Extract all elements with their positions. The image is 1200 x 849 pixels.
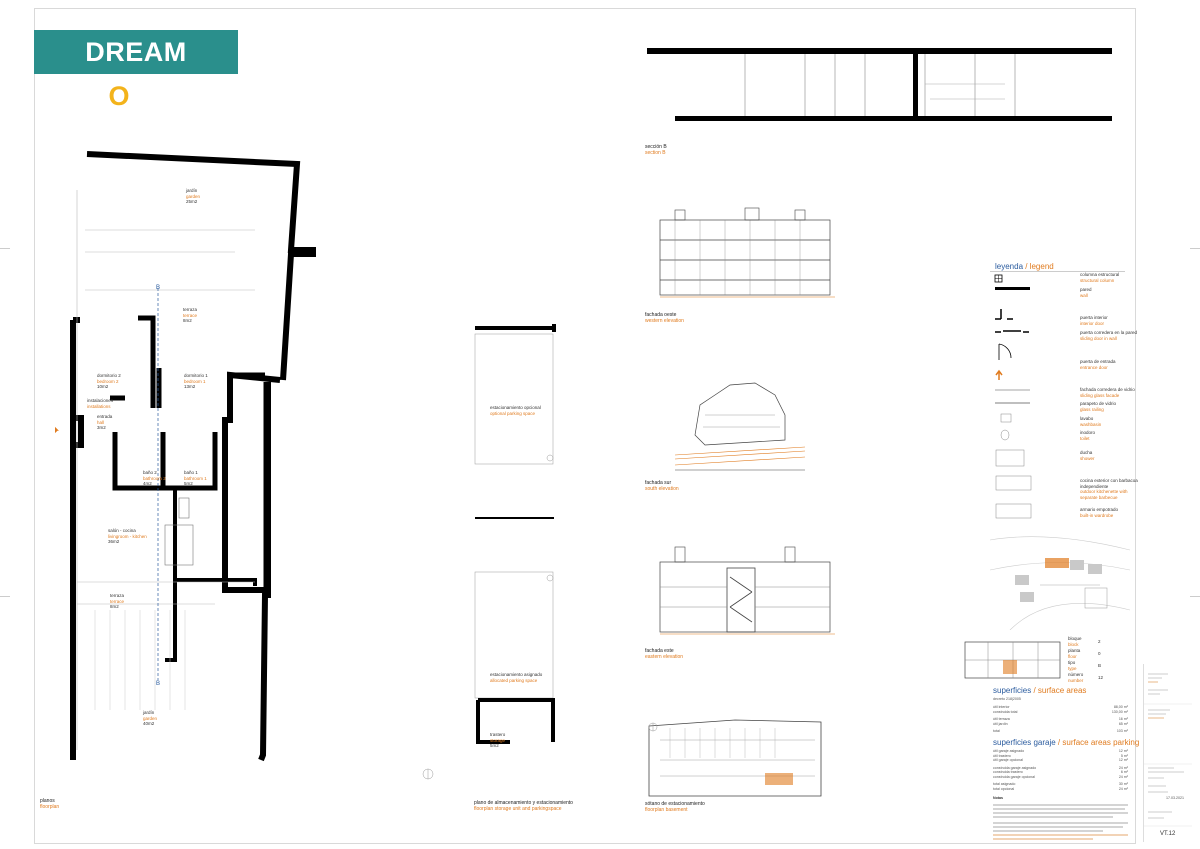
legend-divider	[990, 271, 1125, 272]
western-elevation-drawing	[659, 207, 835, 298]
fold-mark	[1190, 596, 1200, 597]
titleblock-code: VT.12	[1160, 831, 1176, 837]
section-mark-bottom: B	[156, 681, 160, 687]
legend-item: cocina exterior con barbacoa independien…	[1080, 478, 1138, 500]
unit-floor-value: 0	[1098, 651, 1101, 656]
garage-title: superficies garaje / surface areas parki…	[993, 738, 1140, 747]
legend-symbols	[994, 274, 1032, 519]
fold-mark	[0, 596, 10, 597]
fold-mark	[0, 248, 10, 249]
unit-type-value: B	[1098, 663, 1102, 668]
surface-decree: decreto 218|2005	[993, 697, 1021, 701]
unit-number-value: 12	[1098, 675, 1104, 680]
sheet-frame	[34, 8, 1136, 844]
unit-block-value: 2	[1098, 639, 1101, 644]
north-arrow-icon	[422, 768, 434, 780]
site-plan	[990, 536, 1130, 630]
title-block-fields	[1144, 673, 1192, 827]
key-plan	[964, 641, 1061, 679]
brand-logo: DREAM COSTA	[34, 30, 238, 111]
parking-caption: plano de almacenamiento y estacionamient…	[474, 800, 573, 812]
legend-title: leyenda / legend	[995, 262, 1054, 271]
notes-text-lines	[993, 804, 1128, 840]
eastern-elevation-drawing	[659, 546, 835, 635]
basement-drawing	[648, 719, 822, 797]
title-block	[1143, 664, 1192, 842]
parking-drawing	[474, 324, 556, 744]
fold-mark	[1190, 248, 1200, 249]
notes-title: Notas	[993, 796, 1003, 800]
section-mark-top: B	[156, 285, 160, 291]
titleblock-date: 17.03.2021	[1166, 796, 1184, 800]
south-elevation-drawing	[674, 382, 806, 471]
floorplan-drawing: B B 12	[55, 151, 316, 762]
north-arrow-icon	[648, 722, 658, 732]
surface-title: superficies / surface areas	[993, 686, 1087, 695]
section-b-drawing	[647, 48, 1112, 121]
